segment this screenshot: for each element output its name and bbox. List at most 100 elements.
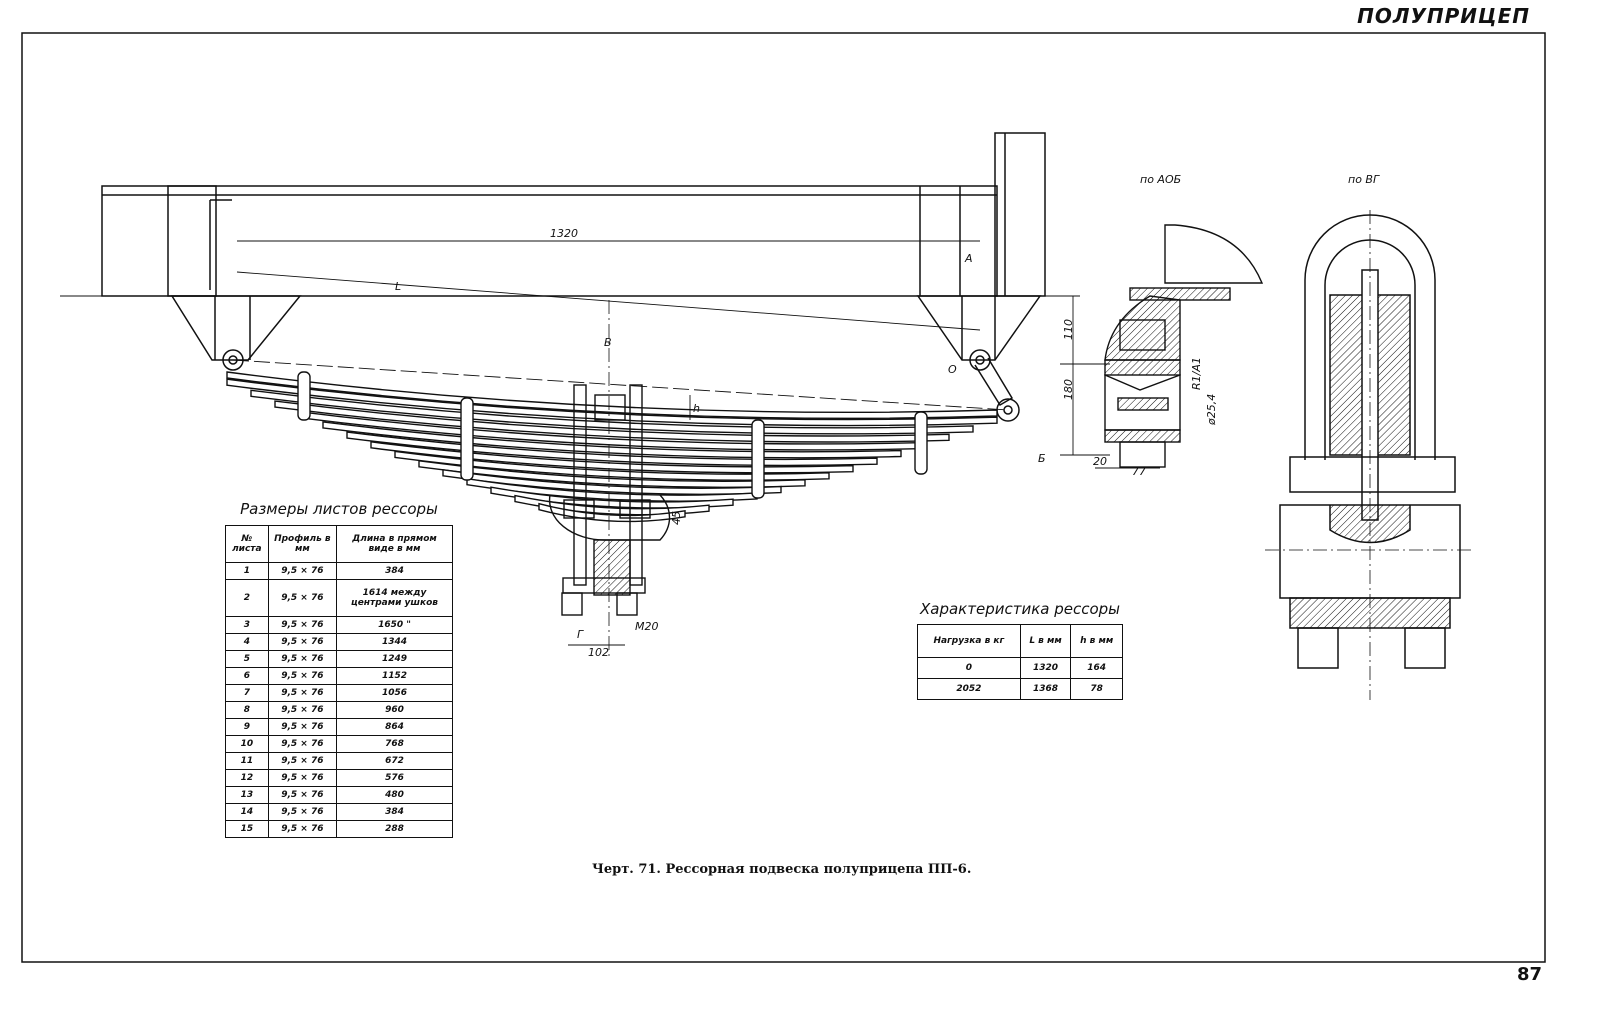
u-bolt-assembly	[548, 300, 671, 660]
dim-45: 45	[670, 511, 683, 525]
dim-diameter: ø25,4	[1205, 394, 1218, 426]
table-cell-n: 7	[225, 684, 269, 702]
leaf-table-title: Размеры листов рессоры	[240, 500, 438, 518]
page-frame	[21, 32, 1546, 963]
table-cell-profile: 9,5 × 76	[267, 633, 338, 651]
table-cell-length: 576	[336, 769, 453, 787]
table-cell-profile: 9,5 × 76	[267, 735, 338, 753]
section-view-vg	[1265, 210, 1475, 700]
table-cell-profile: 9,5 × 76	[267, 769, 338, 787]
spring-leaf	[418, 459, 806, 488]
table-cell-profile: 9,5 × 76	[267, 579, 338, 617]
table-cell-length: 1152	[336, 667, 453, 685]
table-cell-load: 0	[917, 657, 1021, 679]
table-cell-length: 288	[336, 820, 453, 838]
table-cell-n: 5	[225, 650, 269, 668]
table-cell-n: 10	[225, 735, 269, 753]
dim-20: 20	[1093, 455, 1107, 468]
view-label-vg: по ВГ	[1348, 173, 1380, 186]
frame-beam	[60, 132, 1080, 297]
page-number: 87	[1516, 964, 1542, 985]
spring-clips	[297, 371, 928, 499]
dim-M20: M20	[635, 620, 659, 633]
label-B: B	[604, 336, 612, 349]
dimension-lines	[232, 240, 1160, 646]
table-cell-profile: 9,5 × 76	[267, 701, 338, 719]
table-cell-length: 1056	[336, 684, 453, 702]
dim-77: 77	[1132, 465, 1146, 478]
table-cell-length: 768	[336, 735, 453, 753]
table-cell-n: 12	[225, 769, 269, 787]
table-cell-n: 4	[225, 633, 269, 651]
table-cell-profile: 9,5 × 76	[267, 562, 338, 580]
table-cell-profile: 9,5 × 76	[267, 650, 338, 668]
spring-leaf	[322, 421, 902, 459]
column-header: Длина в прямом виде в мм	[336, 525, 453, 563]
table-cell-load: 2052	[917, 678, 1021, 700]
dim-180: 180	[1062, 379, 1075, 400]
table-cell-length: 480	[336, 786, 453, 804]
label-R1: R1/A1	[1190, 357, 1203, 390]
table-cell-n: 13	[225, 786, 269, 804]
column-header: Нагрузка в кг	[917, 624, 1021, 658]
table-cell-profile: 9,5 × 76	[267, 752, 338, 770]
front-bracket	[170, 295, 302, 371]
table-cell-n: 9	[225, 718, 269, 736]
spring-leaf	[346, 431, 878, 467]
table-cell-profile: 9,5 × 76	[267, 803, 338, 821]
table-cell-n: 15	[225, 820, 269, 838]
table-cell-L: 1320	[1019, 657, 1072, 679]
table-cell-n: 2	[225, 579, 269, 617]
label-A: A	[964, 252, 973, 265]
table-cell-n: 8	[225, 701, 269, 719]
table-cell-profile: 9,5 × 76	[267, 667, 338, 685]
table-cell-n: 1	[225, 562, 269, 580]
table-cell-h: 164	[1070, 657, 1123, 679]
figure-caption: Черт. 71. Рессорная подвеска полуприцепа…	[592, 862, 972, 877]
table-cell-length: 1344	[336, 633, 453, 651]
section-title: ПОЛУПРИЦЕП	[1357, 4, 1530, 28]
label-G: Г	[577, 628, 584, 641]
label-Be: Б	[1038, 452, 1046, 465]
table-cell-length: 1650 "	[336, 616, 453, 634]
rear-bracket	[916, 295, 1042, 422]
label-h: h	[693, 402, 700, 415]
table-cell-length: 1249	[336, 650, 453, 668]
spring-leaf	[394, 450, 830, 481]
table-cell-n: 6	[225, 667, 269, 685]
table-cell-n: 14	[225, 803, 269, 821]
dim-102: 102	[588, 646, 609, 659]
table-cell-profile: 9,5 × 76	[267, 786, 338, 804]
table-cell-length: 672	[336, 752, 453, 770]
table-cell-n: 11	[225, 752, 269, 770]
column-header: h в мм	[1070, 624, 1123, 658]
label-L: L	[395, 280, 401, 293]
leaf-dimensions-table: № листа Профиль в мм Длина в прямом виде…	[225, 525, 453, 838]
section-view-aob	[1104, 224, 1264, 468]
table-cell-h: 78	[1070, 678, 1123, 700]
table-cell-L: 1368	[1019, 678, 1072, 700]
column-header: № листа	[225, 525, 269, 563]
spring-leaf	[442, 469, 782, 495]
column-header: Профиль в мм	[267, 525, 338, 563]
table-cell-n: 3	[225, 616, 269, 634]
char-table-title: Характеристика рессоры	[919, 600, 1121, 618]
